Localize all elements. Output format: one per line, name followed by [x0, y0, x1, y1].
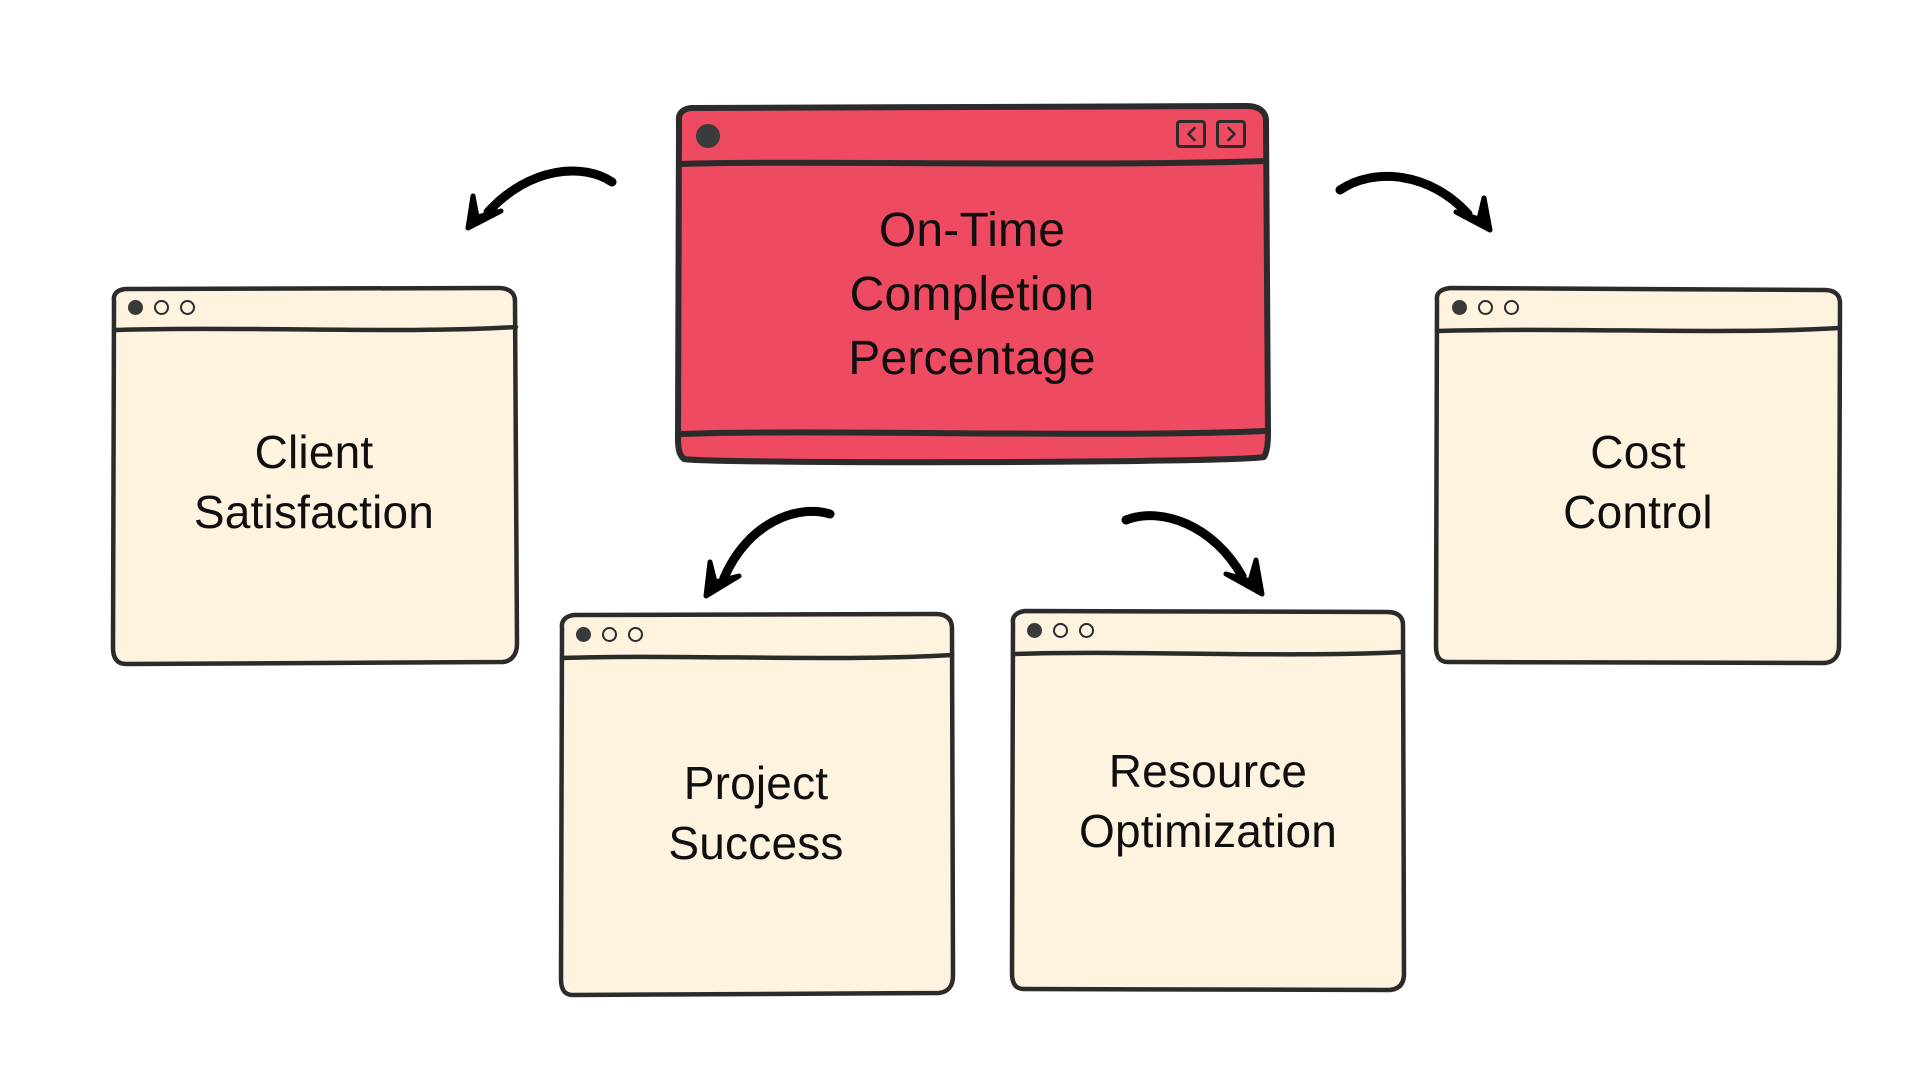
window-dot-minimize[interactable]	[602, 627, 617, 642]
window-dot-maximize[interactable]	[180, 300, 195, 315]
window-dot-maximize[interactable]	[1504, 300, 1519, 315]
window-dot-maximize[interactable]	[628, 627, 643, 642]
resource-optimization-window-frame	[1009, 608, 1407, 993]
resource-optimization-window-dots	[1027, 623, 1094, 638]
forward-button[interactable]	[1216, 120, 1246, 148]
window-dot-close[interactable]	[128, 300, 143, 315]
back-button[interactable]	[1176, 120, 1206, 148]
window-dot-close[interactable]	[1027, 623, 1042, 638]
chevron-left-icon	[1186, 126, 1196, 142]
client-satisfaction-window-dots	[128, 300, 195, 315]
window-dot-close[interactable]	[576, 627, 591, 642]
arrow-hero-to-cost-control	[1335, 171, 1493, 233]
window-dot-minimize[interactable]	[1478, 300, 1493, 315]
chevron-right-icon	[1226, 126, 1236, 142]
hero-window-frame	[675, 103, 1271, 466]
arrow-hero-to-project-success	[703, 506, 835, 599]
cost-control-window-frame	[1433, 285, 1843, 666]
cost-control-window-dots	[1452, 300, 1519, 315]
arrow-hero-to-resource-optimization	[1121, 511, 1265, 597]
node-cost-control[interactable]: Cost Control	[1432, 285, 1844, 668]
arrow-hero-to-client-satisfaction	[465, 166, 617, 231]
window-dot-minimize[interactable]	[1053, 623, 1068, 638]
node-client-satisfaction[interactable]: Client Satisfaction	[108, 285, 520, 668]
node-project-success[interactable]: Project Success	[556, 611, 956, 1000]
project-success-window-dots	[576, 627, 643, 642]
node-on-time-completion-percentage[interactable]: On-Time Completion Percentage	[672, 103, 1272, 472]
project-success-window-frame	[558, 611, 956, 998]
node-resource-optimization[interactable]: Resource Optimization	[1008, 608, 1408, 996]
window-dot-close[interactable]	[696, 124, 720, 148]
window-dot-maximize[interactable]	[1079, 623, 1094, 638]
hero-nav-buttons	[1176, 120, 1246, 148]
window-dot-minimize[interactable]	[154, 300, 169, 315]
window-dot-close[interactable]	[1452, 300, 1467, 315]
client-satisfaction-window-frame	[110, 285, 520, 667]
